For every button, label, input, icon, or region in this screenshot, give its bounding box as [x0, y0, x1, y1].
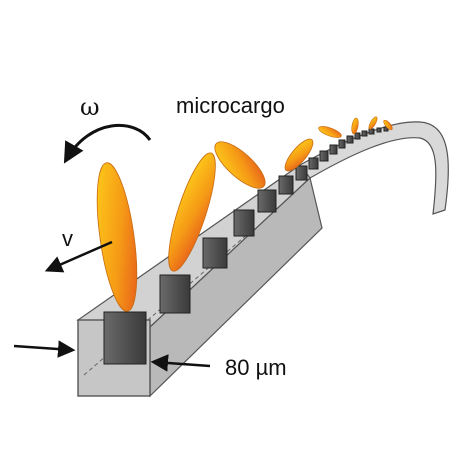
width-arrow-left [13, 340, 76, 358]
pillar [338, 139, 346, 149]
microcargo [368, 116, 378, 130]
pillar [368, 128, 375, 135]
microcargo [383, 119, 393, 131]
pillar [376, 127, 382, 133]
microcargo-label: microcargo [176, 93, 285, 118]
pillar [361, 130, 368, 137]
pillar [233, 209, 255, 237]
velocity-label: v [62, 226, 73, 251]
width-arrow-right [150, 354, 211, 372]
microcargo [318, 126, 342, 138]
rotation-arrow [63, 124, 152, 164]
pillar [329, 144, 338, 155]
pillar [159, 274, 191, 314]
pillar [278, 175, 294, 195]
width-label: 80 µm [225, 355, 287, 380]
microcargo [351, 117, 359, 135]
microcargo [168, 152, 216, 272]
pillar [257, 189, 277, 213]
pillar [308, 157, 319, 170]
pillar [295, 165, 308, 181]
pillar [319, 150, 329, 162]
pillar-row [103, 126, 389, 365]
pillar [354, 132, 361, 140]
pillar [103, 311, 147, 365]
microcargo-group [96, 116, 393, 312]
microcargo [214, 141, 266, 189]
omega-label: ω [80, 93, 100, 121]
velocity-arrow [44, 240, 113, 273]
pillar [346, 135, 354, 144]
pillar [202, 237, 228, 269]
microcargo [284, 138, 314, 172]
microcargo [96, 162, 138, 312]
channel-ribbon-curl [299, 121, 449, 215]
